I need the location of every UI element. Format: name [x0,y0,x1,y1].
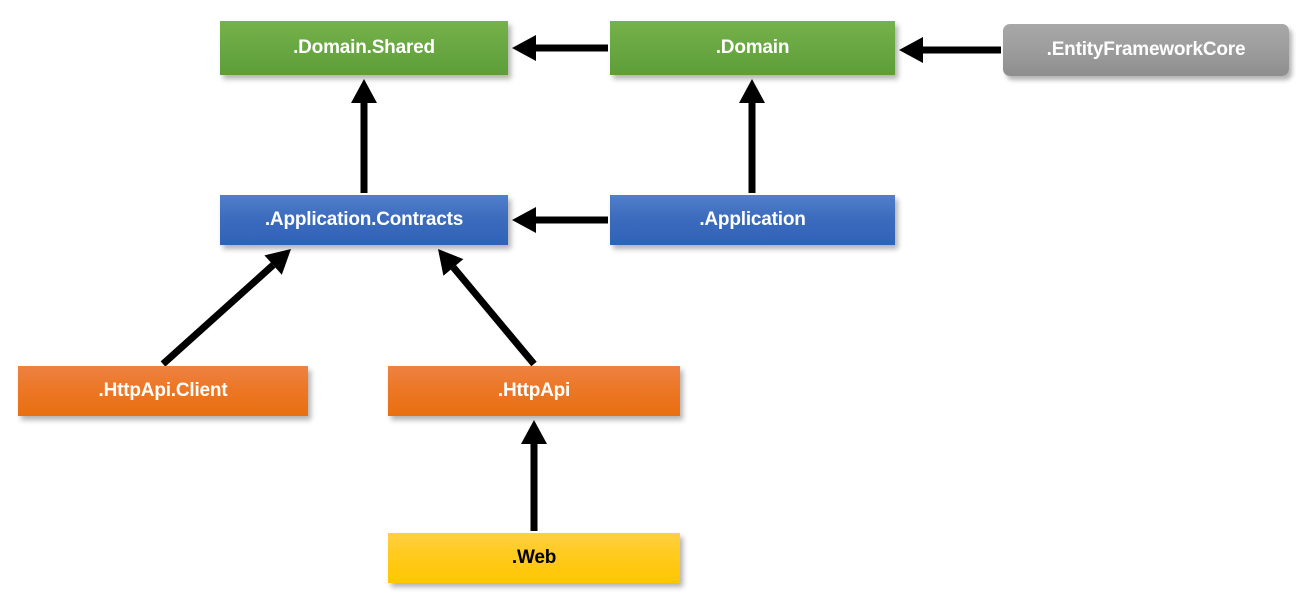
node-label-domain-shared: .Domain.Shared [293,37,435,58]
node-web[interactable]: .Web [388,533,680,583]
arrow-shaft [450,265,537,367]
arrow-head [899,37,923,63]
arrow-application-contracts-to-domain-shared [351,79,377,193]
arrow-head [438,249,464,276]
node-label-application: .Application [699,209,806,230]
node-domain-shared[interactable]: .Domain.Shared [220,21,508,75]
node-application[interactable]: .Application [610,195,895,245]
node-application-contracts[interactable]: .Application.Contracts [220,195,508,245]
node-label-entity-framework-core: .EntityFrameworkCore [1046,39,1246,60]
arrow-head [264,249,291,275]
arrow-head [512,207,536,233]
node-label-domain: .Domain [715,37,790,58]
arrow-http-api-to-application-contracts [438,249,537,367]
node-label-http-api: .HttpApi [497,380,571,401]
arrow-application-to-application-contracts [512,207,608,233]
node-label-http-api-client: .HttpApi.Client [98,380,228,401]
node-domain[interactable]: .Domain [610,21,895,75]
arrow-web-to-http-api [521,420,547,531]
arrow-application-to-domain [739,79,765,193]
arrow-shaft [160,262,276,367]
arrow-head [739,79,765,103]
arrow-head [512,35,536,61]
node-label-application-contracts: .Application.Contracts [264,209,464,230]
node-http-api-client[interactable]: .HttpApi.Client [18,366,308,416]
node-entity-framework-core[interactable]: .EntityFrameworkCore [1003,24,1289,76]
node-http-api[interactable]: .HttpApi [388,366,680,416]
arrow-http-api-client-to-application-contracts [160,249,291,367]
arrow-domain-to-domain-shared [512,35,608,61]
arrow-head [351,79,377,103]
arrow-efcore-to-domain [899,37,1001,63]
node-label-web: .Web [511,547,557,568]
arrow-head [521,420,547,444]
